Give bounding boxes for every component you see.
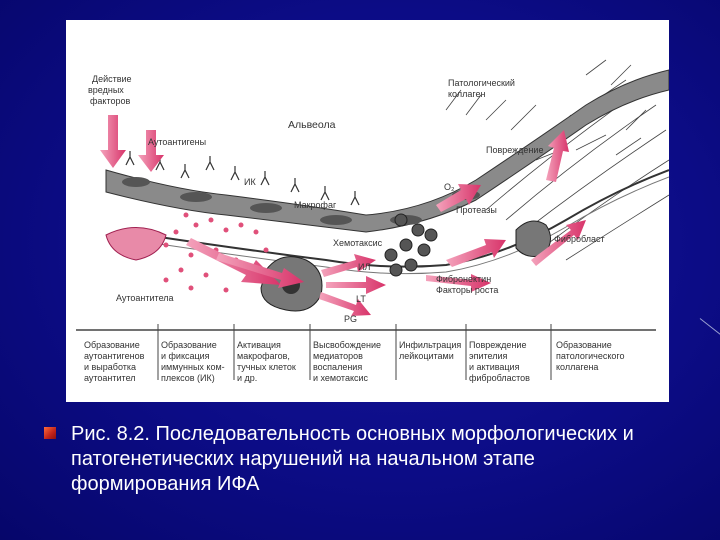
- stage-1-line-1: Образование: [84, 340, 140, 350]
- label-lt: LT: [356, 294, 366, 304]
- label-autoantibodies: Аутоантитела: [116, 293, 174, 303]
- stage-3-line-3: тучных клеток: [237, 362, 296, 372]
- stage-4-line-2: медиаторов: [313, 351, 363, 361]
- label-macrophage: Макрофаг: [294, 200, 337, 210]
- label-ik: ИК: [244, 177, 256, 187]
- fibroblast-cell: [515, 220, 551, 257]
- stage-7-line-1: Образование: [556, 340, 612, 350]
- stage-5-line-2: лейкоцитами: [399, 351, 454, 361]
- stage-6-line-4: фибробластов: [469, 373, 530, 383]
- stage-1-line-2: аутоантигенов: [84, 351, 145, 361]
- label-fibronectin-1: Фибронектин: [436, 274, 491, 284]
- stage-3-line-1: Активация: [237, 340, 281, 350]
- stage-4-line-1: Высвобождение: [313, 340, 381, 350]
- label-injury-2: вредных: [88, 85, 124, 95]
- stage-6-line-2: эпителия: [469, 351, 507, 361]
- label-collagen-2: коллаген: [448, 89, 485, 99]
- stage-2-line-1: Образование: [161, 340, 217, 350]
- stage-1-line-3: и выработка: [84, 362, 136, 372]
- stage-1-line-4: аутоантител: [84, 373, 136, 383]
- stage-3-line-2: макрофагов,: [237, 351, 290, 361]
- label-fibroblast: Фибробласт: [554, 234, 605, 244]
- stage-4-line-3: воспаления: [313, 362, 362, 372]
- label-injury-1: Действие: [92, 74, 132, 84]
- stage-7-line-2: патологического: [556, 351, 625, 361]
- label-pg: PG: [344, 314, 357, 324]
- stage-labels: Образование аутоантигенов и выработка ау…: [84, 340, 625, 383]
- label-il: ИЛ: [358, 262, 370, 272]
- antibody-cell: [105, 227, 167, 261]
- stage-5-line-1: Инфильтрация: [399, 340, 461, 350]
- label-proteases: Протеазы: [456, 205, 497, 215]
- label-damage: Повреждение: [486, 145, 543, 155]
- label-injury-3: факторов: [90, 96, 130, 106]
- timeline-ticks: [157, 324, 552, 380]
- stage-3-line-4: и др.: [237, 373, 257, 383]
- process-arrows: [100, 115, 586, 316]
- epithelium-upper: [105, 69, 669, 233]
- stage-2-line-3: иммунных ком-: [161, 362, 225, 372]
- figure-caption: Рис. 8.2. Последовательность основных мо…: [71, 423, 634, 495]
- diagram-labels: Действие вредных факторов Аутоантигены И…: [88, 74, 605, 324]
- stage-6-line-3: и активация: [469, 362, 520, 372]
- label-fibronectin-2: Факторы роста: [436, 285, 498, 295]
- stage-4-line-4: и хемотаксис: [313, 373, 369, 383]
- pathogenesis-diagram: Действие вредных факторов Аутоантигены И…: [76, 59, 669, 383]
- stage-7-line-3: коллагена: [556, 362, 598, 372]
- leukocytes: [384, 213, 438, 277]
- label-collagen-1: Патологический: [448, 78, 515, 88]
- figure-image: Действие вредных факторов Аутоантигены И…: [66, 20, 669, 402]
- stage-2-line-4: плексов (ИК): [161, 373, 215, 383]
- stage-6-line-1: Повреждение: [469, 340, 526, 350]
- label-chemotaxis: Хемотаксис: [333, 238, 383, 248]
- label-o2: O₂: [444, 182, 455, 192]
- autoantigen-marks: [125, 151, 360, 206]
- stage-2-line-2: и фиксация: [161, 351, 210, 361]
- bullet-icon: [44, 427, 56, 439]
- basement-membrane: [145, 169, 669, 268]
- decorative-corner-line: [699, 318, 720, 338]
- label-alveola: Альвеола: [288, 119, 336, 131]
- label-autoantigens: Аутоантигены: [148, 137, 206, 147]
